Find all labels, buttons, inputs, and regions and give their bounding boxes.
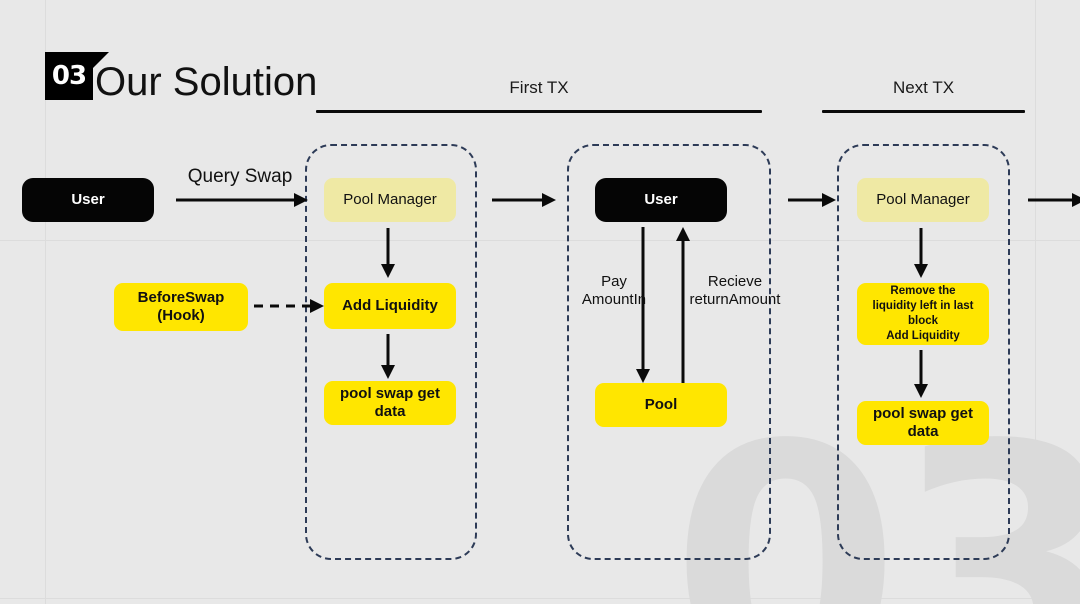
arrow-pool-manager-to-add-liquidity xyxy=(378,228,398,278)
arrow-user-to-pool-pay xyxy=(633,227,653,383)
phase-container-first-tx-left xyxy=(305,144,477,560)
arrow-add-liquidity-to-pool-swap xyxy=(378,334,398,379)
node-first-tx-add-liquidity[interactable]: Add Liquidity xyxy=(324,283,456,329)
phase-label-first-tx: First TX xyxy=(509,78,569,97)
gridline-horizontal-bottom xyxy=(0,598,1080,599)
slide-title-group: 03 Our Solution xyxy=(45,52,318,104)
edge-label-query-swap: Query Swap xyxy=(187,166,293,187)
section-number-text: 03 xyxy=(51,61,87,91)
node-next-tx-pool-swap-get-data[interactable]: pool swap get data xyxy=(857,401,989,445)
gridline-horizontal-top xyxy=(0,240,1080,241)
badge-fold-corner-icon xyxy=(93,52,109,68)
arrow-pool-to-user-recieve xyxy=(673,227,693,383)
node-user-entry[interactable]: User xyxy=(22,178,154,222)
phase-rule-first-tx xyxy=(316,110,762,113)
arrow-next-tx-continue xyxy=(1028,190,1080,210)
phase-header-next-tx: Next TX xyxy=(822,78,1025,113)
node-before-swap-hook[interactable]: BeforeSwap (Hook) xyxy=(114,283,248,331)
node-settle-pool[interactable]: Pool xyxy=(595,383,727,427)
phase-header-first-tx: First TX xyxy=(316,78,762,113)
node-next-tx-pool-manager[interactable]: Pool Manager xyxy=(857,178,989,222)
gridline-vertical-left xyxy=(45,0,46,604)
arrow-user-to-pool-manager xyxy=(176,190,308,210)
arrow-first-tx-to-next-tx xyxy=(788,190,836,210)
node-next-tx-remove-add-liquidity[interactable]: Remove the liquidity left in last block … xyxy=(857,283,989,345)
node-first-tx-pool-swap-get-data[interactable]: pool swap get data xyxy=(324,381,456,425)
arrow-hook-to-add-liquidity xyxy=(254,296,324,316)
edge-label-pay-amount-in: Pay AmountIn xyxy=(581,273,647,308)
phase-label-next-tx: Next TX xyxy=(892,78,955,97)
node-first-tx-pool-manager[interactable]: Pool Manager xyxy=(324,178,456,222)
phase-container-next-tx xyxy=(837,144,1010,560)
edge-label-recieve-return-amount: Recieve returnAmount xyxy=(689,273,781,308)
arrow-next-pool-manager-to-remove xyxy=(911,228,931,278)
phase-container-first-tx-right xyxy=(567,144,771,560)
arrow-remove-to-pool-swap xyxy=(911,350,931,398)
section-number-badge: 03 xyxy=(45,52,109,100)
gridline-vertical-right xyxy=(1035,0,1036,604)
page-title: Our Solution xyxy=(95,60,318,104)
arrow-first-tx-left-to-right xyxy=(492,190,556,210)
phase-rule-next-tx xyxy=(822,110,1025,113)
node-settle-user[interactable]: User xyxy=(595,178,727,222)
